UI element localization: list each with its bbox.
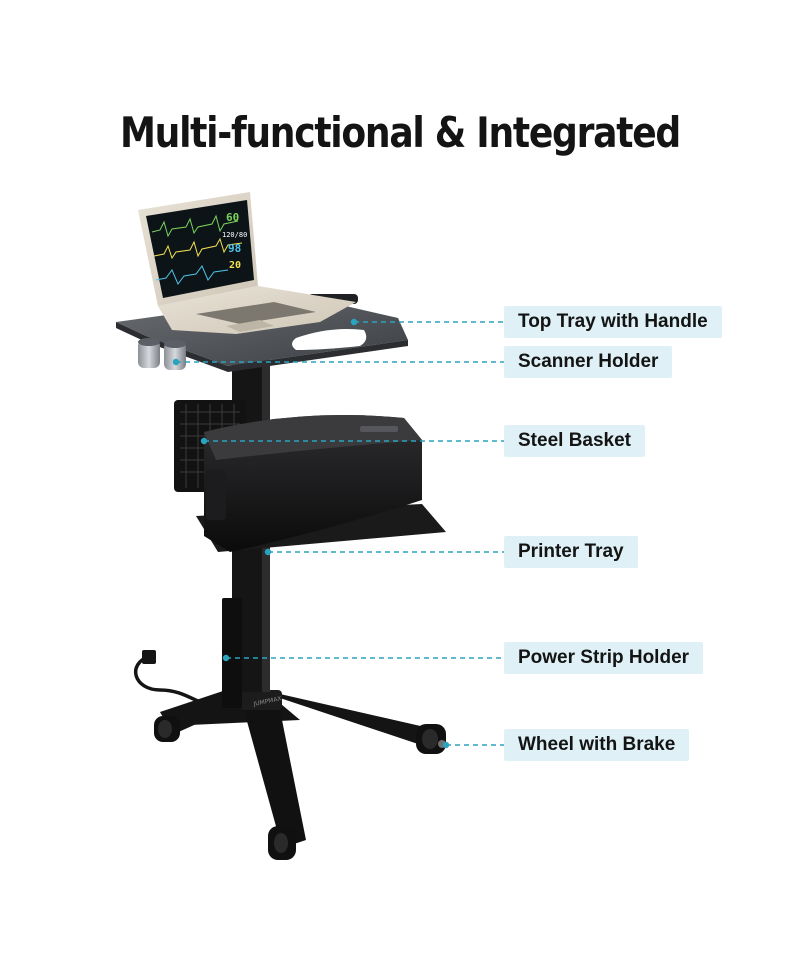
screen-hr: 60 [226,211,239,224]
callout-top-tray: Top Tray with Handle [504,306,722,338]
page-title: Multi-functional & Integrated [120,108,681,157]
callout-steel-basket: Steel Basket [504,425,646,457]
scanner-holder [138,338,186,370]
callout-power-strip-holder: Power Strip Holder [504,642,704,674]
callout-wheel-brake: Wheel with Brake [504,729,690,761]
leader-dot-scanner-holder [172,358,180,366]
caster-wheels [154,716,446,860]
screen-spo2: 98 [228,242,241,255]
printer [204,415,422,552]
leader-dot-steel-basket [200,437,208,445]
leader-dot-printer-tray [264,548,272,556]
cart-base [160,688,438,848]
callout-scanner-holder: Scanner Holder [504,346,673,378]
leader-dot-top-tray [350,318,358,326]
callout-leaders [172,318,504,749]
laptop: 60 120/80 98 20 [138,192,356,334]
power-cord [133,654,215,710]
screen-bp: 120/80 [222,231,247,239]
callout-printer-tray: Printer Tray [504,536,638,568]
screen-rr: 20 [229,260,241,271]
leader-dot-wheel-brake [442,741,450,749]
leader-dot-power-strip-holder [222,654,230,662]
